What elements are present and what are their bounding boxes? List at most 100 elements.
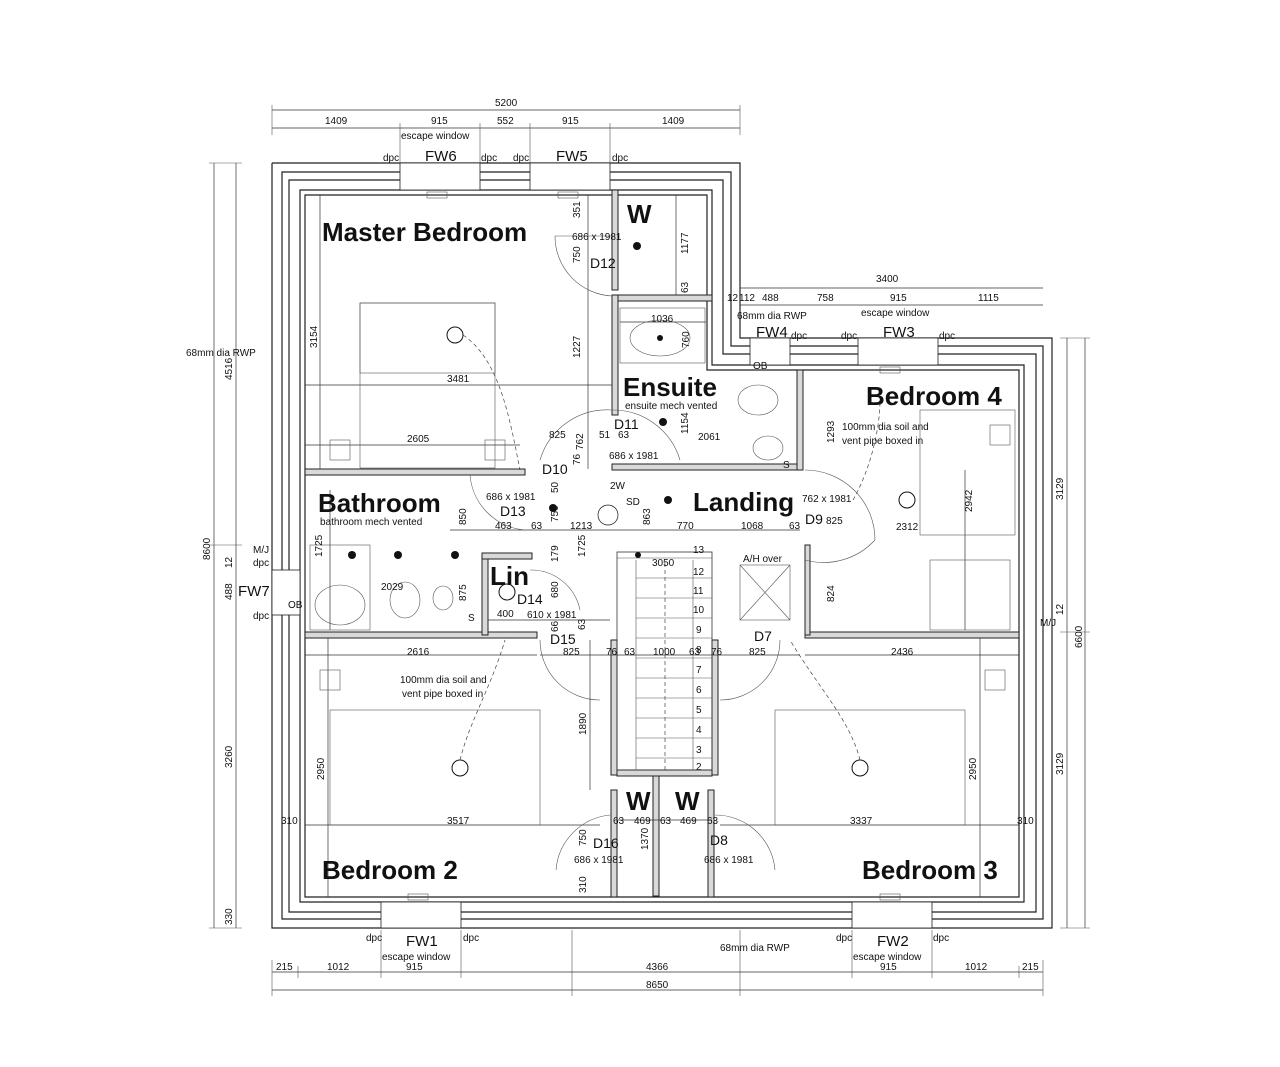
staircase bbox=[616, 551, 713, 771]
door-label-d10: D10 bbox=[542, 461, 568, 477]
door-size-d9: 762 x 1981 bbox=[802, 494, 852, 505]
soil-pipe-note: 100mm dia soil and bbox=[400, 675, 487, 686]
rwp-note: 68mm dia RWP bbox=[186, 348, 256, 359]
escape-note-fw1: escape window bbox=[382, 952, 451, 963]
window-label-fw4: FW4 bbox=[756, 324, 788, 341]
dim-inner: 310 bbox=[1017, 816, 1034, 827]
dim-inner: 863 bbox=[642, 508, 653, 525]
dim-bottom: 4366 bbox=[646, 962, 669, 973]
rwp-note: 68mm dia RWP bbox=[720, 943, 790, 954]
door-label-d12: D12 bbox=[590, 255, 616, 271]
dim-inner: 750 bbox=[550, 505, 561, 522]
dim-inner: 825 bbox=[549, 430, 566, 441]
stair-step-number: 5 bbox=[696, 705, 702, 716]
escape-note-fw6: escape window bbox=[401, 131, 470, 142]
door-label-d7: D7 bbox=[754, 628, 772, 644]
dim-inner: 3481 bbox=[447, 374, 470, 385]
furniture bbox=[309, 302, 1016, 826]
dim-inner: 310 bbox=[281, 816, 298, 827]
dpc-label: dpc bbox=[481, 153, 497, 164]
dim-inner: 1213 bbox=[570, 521, 593, 532]
stair-step-number: 13 bbox=[693, 545, 705, 556]
dpc-label: dpc bbox=[253, 611, 269, 622]
dim-inner: 50 bbox=[550, 481, 561, 493]
door-label-d15: D15 bbox=[550, 631, 576, 647]
dim-inner: 3050 bbox=[652, 558, 675, 569]
dim-inner: 1227 bbox=[572, 335, 583, 358]
dim-inner: 76 bbox=[572, 453, 583, 465]
dim-inner: 1000 bbox=[653, 647, 676, 658]
dim-inner: 2950 bbox=[968, 757, 979, 780]
dim-top-total: 5200 bbox=[495, 98, 518, 109]
dim-inner: 469 bbox=[634, 816, 651, 827]
dim-inner: 63 bbox=[618, 430, 630, 441]
room-label-master-bedroom: Master Bedroom bbox=[322, 217, 527, 247]
door-size-d8: 686 x 1981 bbox=[704, 855, 754, 866]
dim-inner: 2605 bbox=[407, 434, 430, 445]
dpc-label: dpc bbox=[366, 933, 382, 944]
stair-step-number: 2 bbox=[696, 762, 702, 773]
dim-bottom: 215 bbox=[276, 962, 293, 973]
dim-inner: 63 bbox=[689, 647, 701, 658]
dim-right: 6600 bbox=[1074, 625, 1085, 648]
dim-top: 552 bbox=[497, 116, 514, 127]
dpc-label: dpc bbox=[463, 933, 479, 944]
dim-inner: 63 bbox=[789, 521, 801, 532]
dim-inner: 850 bbox=[458, 508, 469, 525]
door-size-d13: 686 x 1981 bbox=[486, 492, 536, 503]
door-label-d9: D9 bbox=[805, 511, 823, 527]
dim-inner: 310 bbox=[578, 876, 589, 893]
dim-top: 915 bbox=[562, 116, 579, 127]
dim-inner: 63 bbox=[577, 618, 588, 630]
smoke-detector-label: SD bbox=[626, 497, 640, 508]
door-size-d11: 686 x 1981 bbox=[609, 451, 659, 462]
stair-step-number: 3 bbox=[696, 745, 702, 756]
dim-right-top-total: 3400 bbox=[876, 274, 899, 285]
door-size-d14: 610 x 1981 bbox=[527, 610, 577, 621]
switch-label: S bbox=[783, 460, 790, 471]
light-points bbox=[348, 242, 916, 777]
internal-walls bbox=[304, 189, 1020, 898]
dpc-label: dpc bbox=[933, 933, 949, 944]
dim-left: 330 bbox=[224, 908, 235, 925]
dpc-label: dpc bbox=[791, 331, 807, 342]
dim-top: 1409 bbox=[325, 116, 348, 127]
dim-right-top: 488 bbox=[762, 293, 779, 304]
dim-inner: 63 bbox=[613, 816, 625, 827]
ob-label: OB bbox=[753, 361, 768, 372]
window-label-fw2: FW2 bbox=[877, 933, 909, 950]
escape-note-fw2: escape window bbox=[853, 952, 922, 963]
attic-hatch-note: A/H over bbox=[743, 554, 783, 565]
stair-step-number: 7 bbox=[696, 665, 702, 676]
dim-left: 8600 bbox=[202, 537, 213, 560]
dim-left: 4516 bbox=[224, 357, 235, 380]
dim-inner: 63 bbox=[707, 816, 719, 827]
dim-inner: 1068 bbox=[741, 521, 764, 532]
dim-inner: 463 bbox=[495, 521, 512, 532]
soil-pipe-note: vent pipe boxed in bbox=[842, 436, 923, 447]
stair-step-number: 9 bbox=[696, 625, 702, 636]
mj-label: M/J bbox=[1040, 618, 1056, 629]
soil-pipe-note: vent pipe boxed in bbox=[402, 689, 483, 700]
room-labels: Master Bedroom Ensuite ensuite mech vent… bbox=[318, 199, 1002, 885]
window-label-fw1: FW1 bbox=[406, 933, 438, 950]
dimension-lines bbox=[209, 105, 1090, 996]
door-size-d12: 686 x 1981 bbox=[572, 232, 622, 243]
dpc-label: dpc bbox=[841, 331, 857, 342]
dim-inner: 1293 bbox=[826, 420, 837, 443]
ensuite-vent-note: ensuite mech vented bbox=[625, 401, 717, 412]
dim-right: 12 bbox=[1055, 603, 1066, 615]
soil-pipe-note: 100mm dia soil and bbox=[842, 422, 929, 433]
dim-inner: 3154 bbox=[309, 325, 320, 348]
dim-inner: 750 bbox=[572, 246, 583, 263]
dim-inner: 66 bbox=[550, 620, 561, 632]
dpc-label: dpc bbox=[612, 153, 628, 164]
room-label-bedroom-3: Bedroom 3 bbox=[862, 855, 998, 885]
bathroom-vent-note: bathroom mech vented bbox=[320, 517, 422, 528]
window-labels: FW6 FW5 FW4 FW3 FW7 FW1 FW2 escape windo… bbox=[238, 131, 955, 963]
annotations: 68mm dia RWP 68mm dia RWP 68mm dia RWP 1… bbox=[186, 311, 1056, 954]
dimension-texts: 5200 1409 915 552 915 1409 3400 12 112 4… bbox=[202, 98, 1085, 991]
dim-inner: 1177 bbox=[680, 232, 691, 254]
dim-inner: 3260 bbox=[224, 745, 235, 768]
door-swings bbox=[469, 235, 876, 871]
